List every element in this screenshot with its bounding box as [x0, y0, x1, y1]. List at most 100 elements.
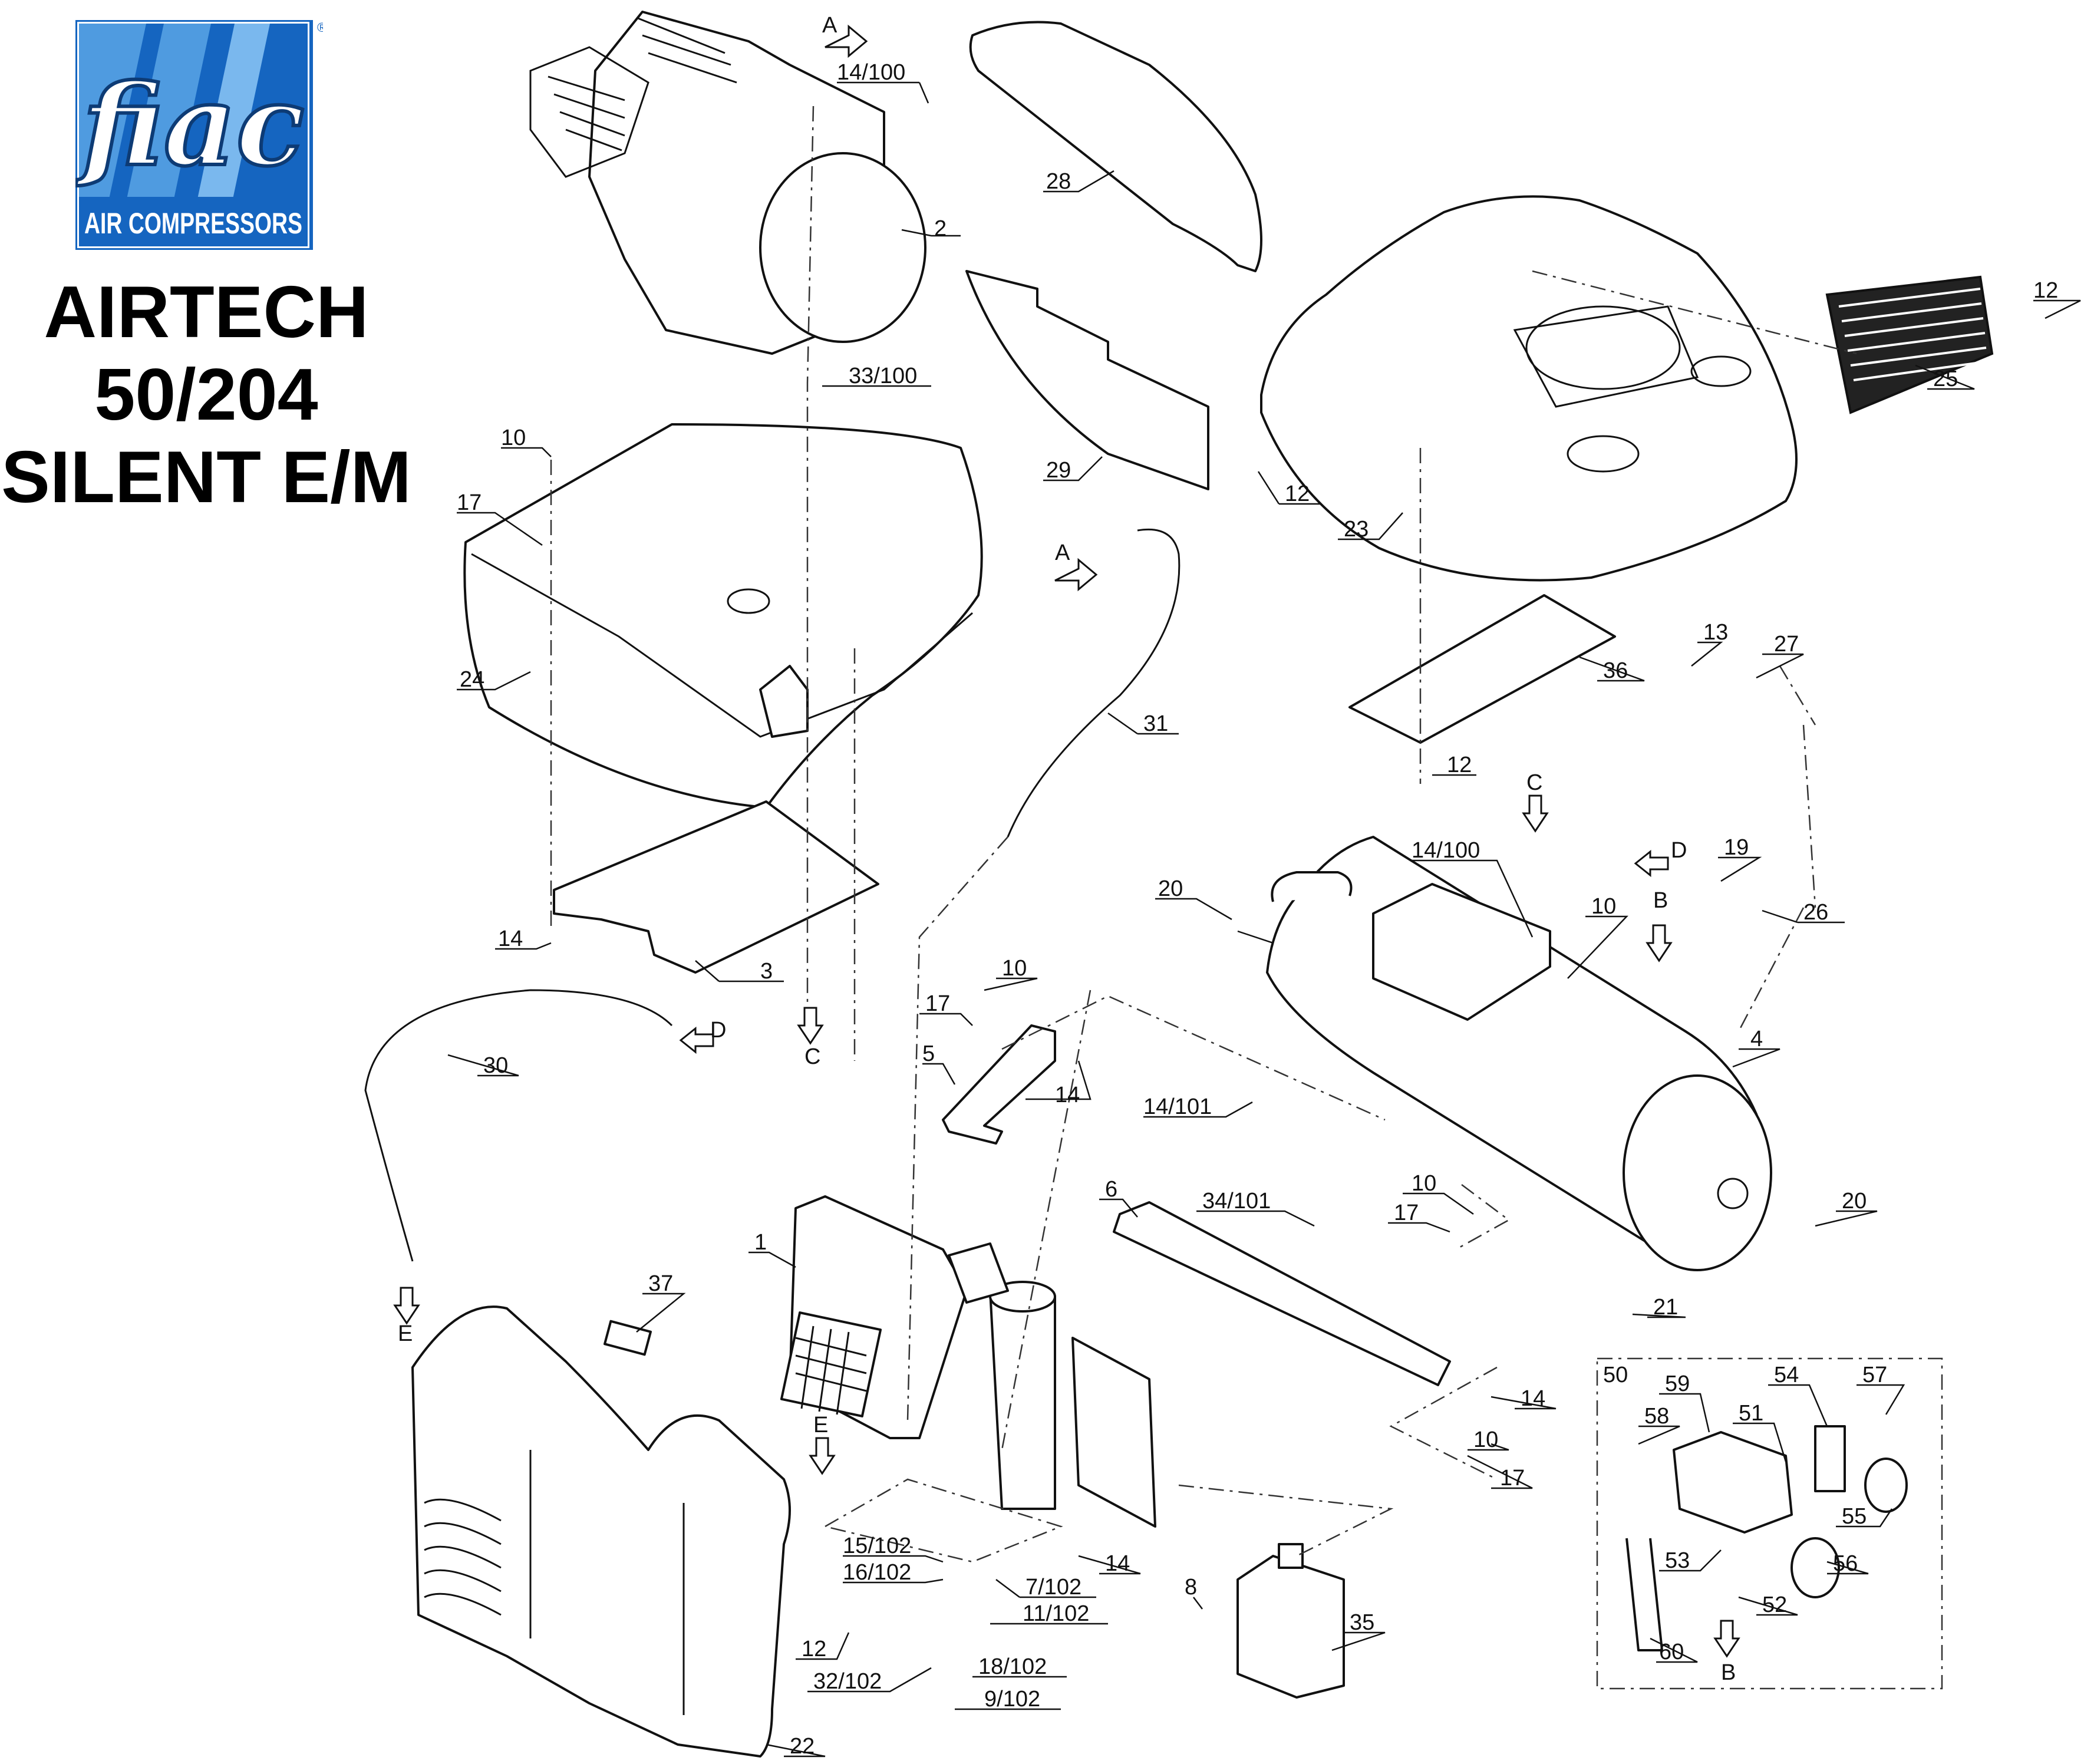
marker-E-hose: E: [398, 1321, 413, 1346]
grille-part: [1825, 275, 1994, 414]
callout-12-cover: 12: [1285, 482, 1310, 506]
delivery-hose-part: [1007, 528, 1181, 838]
callout-10-tank: 10: [1591, 894, 1616, 919]
callout-12-right: 12: [2033, 278, 2058, 303]
assembly-lines: [550, 105, 1857, 1563]
connection-markers: A A C C D D B B E E: [393, 13, 1740, 1685]
callout-20-right: 20: [1842, 1189, 1867, 1214]
insulation-sheet-part: [1348, 594, 1616, 744]
callout-14-101: 14/101: [1143, 1094, 1212, 1119]
callout-14-100-mid: 14/100: [1412, 838, 1480, 863]
callout-53: 53: [1665, 1548, 1690, 1573]
callout-10-top: 10: [501, 426, 526, 450]
callout-55: 55: [1842, 1504, 1867, 1529]
model-code: 50/204: [94, 354, 318, 436]
callout-35: 35: [1350, 1610, 1374, 1635]
marker-A-top: A: [822, 13, 837, 38]
callout-7-102: 7/102: [1025, 1575, 1081, 1600]
marker-D-hose: D: [710, 1018, 726, 1043]
callout-14-bracket: 14: [1055, 1083, 1080, 1107]
callout-17-rail: 17: [1394, 1201, 1419, 1225]
bracket-part: [942, 1024, 1056, 1145]
callout-22: 22: [790, 1734, 815, 1759]
callout-33-100: 33/100: [849, 364, 917, 388]
callout-29: 29: [1046, 458, 1071, 483]
logo-wordmark: fiac: [75, 60, 304, 191]
callout-60: 60: [1659, 1640, 1684, 1664]
air-treatment-kit-frame: [1596, 1357, 1943, 1690]
callout-10-bracket: 10: [1002, 956, 1027, 981]
callout-4: 4: [1750, 1027, 1763, 1051]
callout-26: 26: [1803, 900, 1828, 925]
callout-12-shell: 12: [802, 1637, 826, 1661]
base-tray-part: [463, 423, 983, 809]
callout-37: 37: [648, 1271, 673, 1296]
callout-50: 50: [1603, 1363, 1628, 1387]
callout-15-102: 15/102: [843, 1534, 911, 1558]
logo-subtext: AIR COMPRESSORS: [84, 207, 302, 240]
marker-C-tank: C: [1526, 770, 1542, 795]
callout-30: 30: [483, 1053, 508, 1078]
callout-14-left: 14: [498, 926, 523, 951]
air-tank-part: [1266, 836, 1772, 1271]
foam-panel-part: [965, 270, 1209, 490]
callout-27: 27: [1774, 632, 1799, 657]
callout-28: 28: [1046, 169, 1071, 194]
callout-56: 56: [1833, 1551, 1858, 1576]
air-treatment-kit-parts: [1625, 1425, 1908, 1651]
capacitor-box-part: [1236, 1543, 1345, 1699]
callout-57: 57: [1862, 1363, 1887, 1387]
marker-B-tank: B: [1653, 888, 1668, 913]
motor-assembly-part: [780, 1195, 1156, 1528]
callout-17-top: 17: [457, 490, 482, 515]
callout-20-left: 20: [1158, 876, 1183, 901]
marker-B-kit: B: [1721, 1660, 1736, 1685]
callout-54: 54: [1774, 1363, 1799, 1387]
callout-19: 19: [1724, 835, 1749, 860]
callout-34-101: 34/101: [1202, 1189, 1271, 1214]
callout-10-low: 10: [1473, 1427, 1498, 1452]
marker-E-motor: E: [813, 1413, 828, 1437]
front-shell-part: [411, 1305, 791, 1758]
callout-59: 59: [1665, 1371, 1690, 1396]
callout-23: 23: [1344, 517, 1369, 542]
callout-17-bracket: 17: [925, 991, 950, 1016]
model-variant: SILENT E/M: [1, 437, 411, 518]
callout-14-rail: 14: [1521, 1386, 1545, 1411]
callout-31: 31: [1143, 711, 1168, 736]
callout-18-102: 18/102: [978, 1654, 1047, 1679]
hose-30-part: [364, 989, 673, 1262]
model-name: AIRTECH: [44, 272, 369, 353]
rail-part: [1113, 1201, 1451, 1386]
callout-32-102: 32/102: [813, 1669, 882, 1694]
model-title: AIRTECH 50/204 SILENT E/M: [0, 271, 413, 519]
callout-14-100-top: 14/100: [837, 60, 905, 85]
callout-12-mid: 12: [1447, 753, 1472, 777]
callout-3: 3: [760, 959, 773, 984]
base-plate-part: [553, 800, 879, 974]
marker-A-hose: A: [1055, 540, 1070, 565]
callout-6: 6: [1105, 1177, 1117, 1202]
fiac-logo: fiac AIR COMPRESSORS ®: [75, 20, 323, 250]
callout-25: 25: [1933, 367, 1958, 391]
callout-13: 13: [1703, 620, 1728, 645]
callout-16-102: 16/102: [843, 1560, 911, 1585]
marker-D-tank: D: [1671, 838, 1687, 863]
callout-11-102: 11/102: [1023, 1601, 1089, 1626]
registered-mark: ®: [317, 20, 323, 35]
callout-2: 2: [934, 216, 947, 241]
callout-8: 8: [1185, 1575, 1197, 1600]
callout-58: 58: [1644, 1404, 1669, 1429]
callout-14-motor: 14: [1105, 1551, 1130, 1576]
callout-24: 24: [460, 667, 484, 692]
callout-51: 51: [1739, 1401, 1763, 1426]
upper-shell-part: [1260, 195, 1798, 582]
callout-9-102: 9/102: [984, 1687, 1040, 1712]
callout-10-rail: 10: [1412, 1171, 1436, 1196]
callout-5: 5: [922, 1041, 935, 1066]
top-panel-part: [969, 21, 1262, 272]
callout-labels: 2 14/100 28 29 33/100 10 17 24 14 3 31 2…: [447, 60, 2081, 1759]
callout-1: 1: [754, 1230, 767, 1255]
marker-C-left: C: [804, 1044, 820, 1069]
